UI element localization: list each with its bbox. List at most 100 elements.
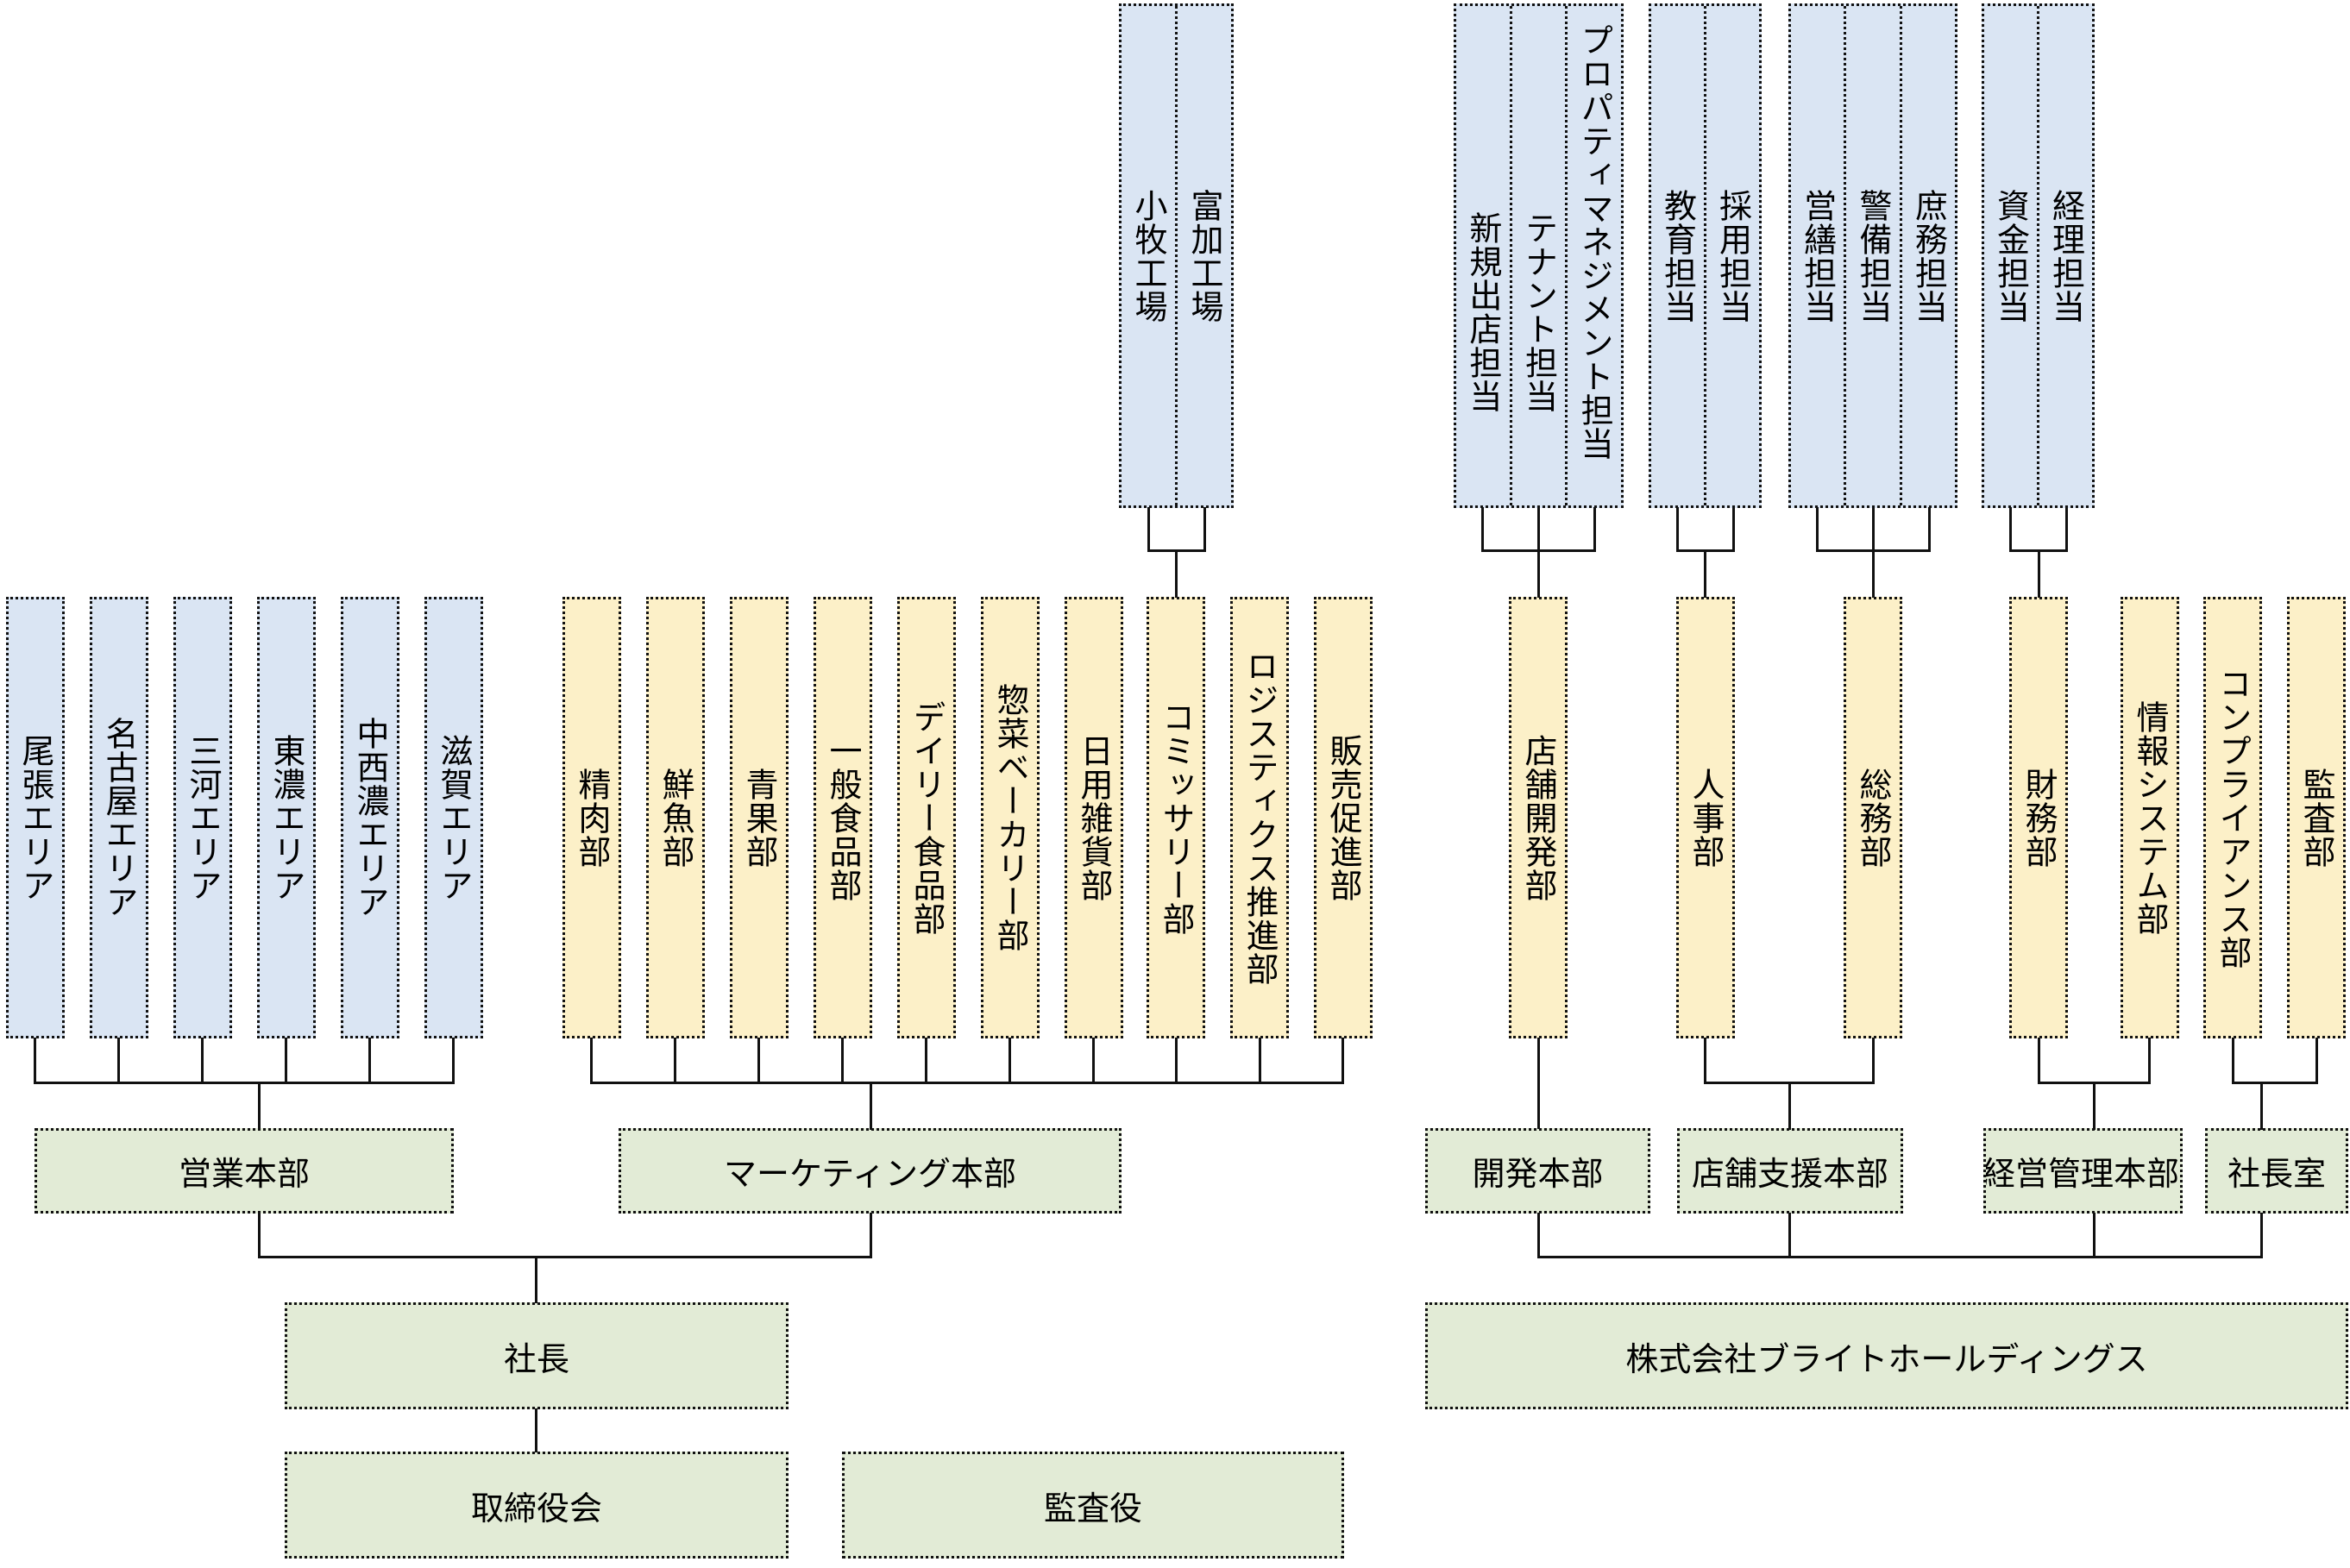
board-box[interactable]: 取締役会 — [285, 1452, 789, 1559]
staff-clerical[interactable]: 庶務担当 — [1899, 6, 1955, 505]
connector-line — [1704, 549, 1706, 598]
area-nagoya[interactable]: 名古屋エリア — [90, 597, 148, 1038]
hq-label: 開発本部 — [1472, 1155, 1604, 1193]
area-shiga[interactable]: 滋賀エリア — [424, 597, 483, 1038]
dept-household[interactable]: 日用雑貨部 — [1065, 597, 1123, 1038]
connector-line — [34, 1038, 36, 1084]
staff-label: 採用担当 — [1713, 188, 1752, 323]
factory-tomika[interactable]: 富加工場 — [1175, 6, 1231, 505]
dept-general-food[interactable]: 一般食品部 — [814, 597, 872, 1038]
area-tono[interactable]: 東濃エリア — [257, 597, 316, 1038]
staff-security[interactable]: 警備担当 — [1844, 6, 1899, 505]
connector-line — [258, 1213, 261, 1258]
hq-label: 社長室 — [2227, 1155, 2326, 1193]
dept-label: コンプライアンス部 — [2214, 666, 2252, 969]
dept-finance[interactable]: 財務部 — [2009, 597, 2068, 1038]
dept-commissary[interactable]: コミッサリー部 — [1147, 597, 1205, 1038]
area-label: 滋賀エリア — [435, 733, 473, 902]
connector-line — [2260, 1213, 2263, 1258]
staff-label: 教育担当 — [1658, 188, 1697, 323]
dept-label: 一般食品部 — [824, 733, 862, 902]
dept-compliance[interactable]: コンプライアンス部 — [2203, 597, 2262, 1038]
dept-meat[interactable]: 精肉部 — [562, 597, 621, 1038]
dept-label: 惣菜ベーカリー部 — [991, 683, 1029, 952]
connector-line — [925, 1038, 927, 1084]
connector-line — [258, 1082, 261, 1130]
marketing-hq[interactable]: マーケティング本部 — [619, 1128, 1122, 1214]
staff-funds[interactable]: 資金担当 — [1984, 6, 2037, 505]
connector-line — [2038, 1038, 2040, 1084]
area-chuseino[interactable]: 中西濃エリア — [341, 597, 399, 1038]
staff-label: 庶務担当 — [1909, 188, 1948, 323]
dept-produce[interactable]: 青果部 — [730, 597, 789, 1038]
staff-education[interactable]: 教育担当 — [1651, 6, 1704, 505]
staff-tenant[interactable]: テナント担当 — [1509, 6, 1566, 505]
connector-line — [117, 1038, 120, 1084]
dept-general-affairs[interactable]: 総務部 — [1844, 597, 1902, 1038]
dept-hr[interactable]: 人事部 — [1676, 597, 1735, 1038]
dept-daily-food[interactable]: デイリー食品部 — [897, 597, 956, 1038]
president-box[interactable]: 社長 — [285, 1302, 789, 1409]
connector-line — [2093, 1213, 2096, 1258]
connector-line — [1872, 1038, 1875, 1084]
factory-label: 富加工場 — [1185, 188, 1223, 323]
staff-maintenance[interactable]: 営繕担当 — [1791, 6, 1844, 505]
connector-line — [1928, 507, 1931, 552]
store-support-hq[interactable]: 店舗支援本部 — [1677, 1128, 1903, 1214]
dept-label: 人事部 — [1687, 767, 1725, 869]
dept-deli-bakery[interactable]: 惣菜ベーカリー部 — [981, 597, 1040, 1038]
area-label: 尾張エリア — [16, 733, 54, 902]
dept-label: 青果部 — [740, 767, 778, 869]
connector-line — [1788, 1082, 1791, 1130]
connector-line — [201, 1038, 204, 1084]
connector-line — [1203, 507, 1206, 552]
dept-audit[interactable]: 監査部 — [2287, 597, 2346, 1038]
connector-line — [590, 1082, 1344, 1084]
staff-group-store-development: プロパティマネジメント担当 テナント担当 新規出店担当 — [1454, 3, 1624, 508]
connector-line — [1872, 507, 1875, 598]
connector-line — [2232, 1038, 2234, 1084]
hq-label: マーケティング本部 — [724, 1155, 1016, 1193]
board-label: 取締役会 — [470, 1489, 602, 1527]
connector-line — [1175, 549, 1178, 598]
connector-line — [590, 1038, 593, 1084]
connector-line — [452, 1038, 455, 1084]
management-hq[interactable]: 経営管理本部 — [1983, 1128, 2183, 1214]
president-office[interactable]: 社長室 — [2205, 1128, 2348, 1214]
connector-line — [1537, 1038, 1540, 1129]
holdings-label: 株式会社ブライトホールディングス — [1625, 1339, 2148, 1378]
connector-line — [1008, 1038, 1011, 1084]
dept-label: コミッサリー部 — [1157, 699, 1195, 936]
factory-komaki[interactable]: 小牧工場 — [1122, 6, 1175, 505]
dept-fish[interactable]: 鮮魚部 — [646, 597, 705, 1038]
connector-line — [2148, 1038, 2151, 1084]
connector-line — [1788, 1213, 1791, 1258]
connector-line — [2260, 1082, 2263, 1130]
dept-sales-promotion[interactable]: 販売促進部 — [1314, 597, 1373, 1038]
dept-store-development[interactable]: 店舗開発部 — [1509, 597, 1568, 1038]
connector-line — [535, 1256, 537, 1303]
connector-line — [2315, 1038, 2318, 1084]
dept-logistics[interactable]: ロジスティクス推進部 — [1230, 597, 1289, 1038]
staff-label: テナント担当 — [1519, 210, 1558, 413]
auditor-box[interactable]: 監査役 — [842, 1452, 1344, 1559]
staff-new-store[interactable]: 新規出店担当 — [1456, 6, 1510, 505]
connector-line — [1537, 1256, 2263, 1258]
holdings-box[interactable]: 株式会社ブライトホールディングス — [1425, 1302, 2348, 1409]
staff-property-management[interactable]: プロパティマネジメント担当 — [1565, 6, 1621, 505]
connector-line — [2093, 1082, 2096, 1130]
staff-label: 新規出店担当 — [1463, 210, 1502, 413]
connector-line — [1816, 549, 1931, 552]
staff-recruiting[interactable]: 採用担当 — [1704, 6, 1759, 505]
dept-label: 鮮魚部 — [657, 767, 694, 869]
dept-label: 販売促進部 — [1324, 733, 1362, 902]
connector-line — [1481, 549, 1596, 552]
staff-accounting[interactable]: 経理担当 — [2037, 6, 2092, 505]
area-owari[interactable]: 尾張エリア — [6, 597, 65, 1038]
sales-hq[interactable]: 営業本部 — [35, 1128, 454, 1214]
dept-information-systems[interactable]: 情報システム部 — [2121, 597, 2179, 1038]
development-hq[interactable]: 開発本部 — [1425, 1128, 1650, 1214]
area-mikawa[interactable]: 三河エリア — [173, 597, 232, 1038]
dept-label: ロジスティクス推進部 — [1241, 649, 1279, 986]
